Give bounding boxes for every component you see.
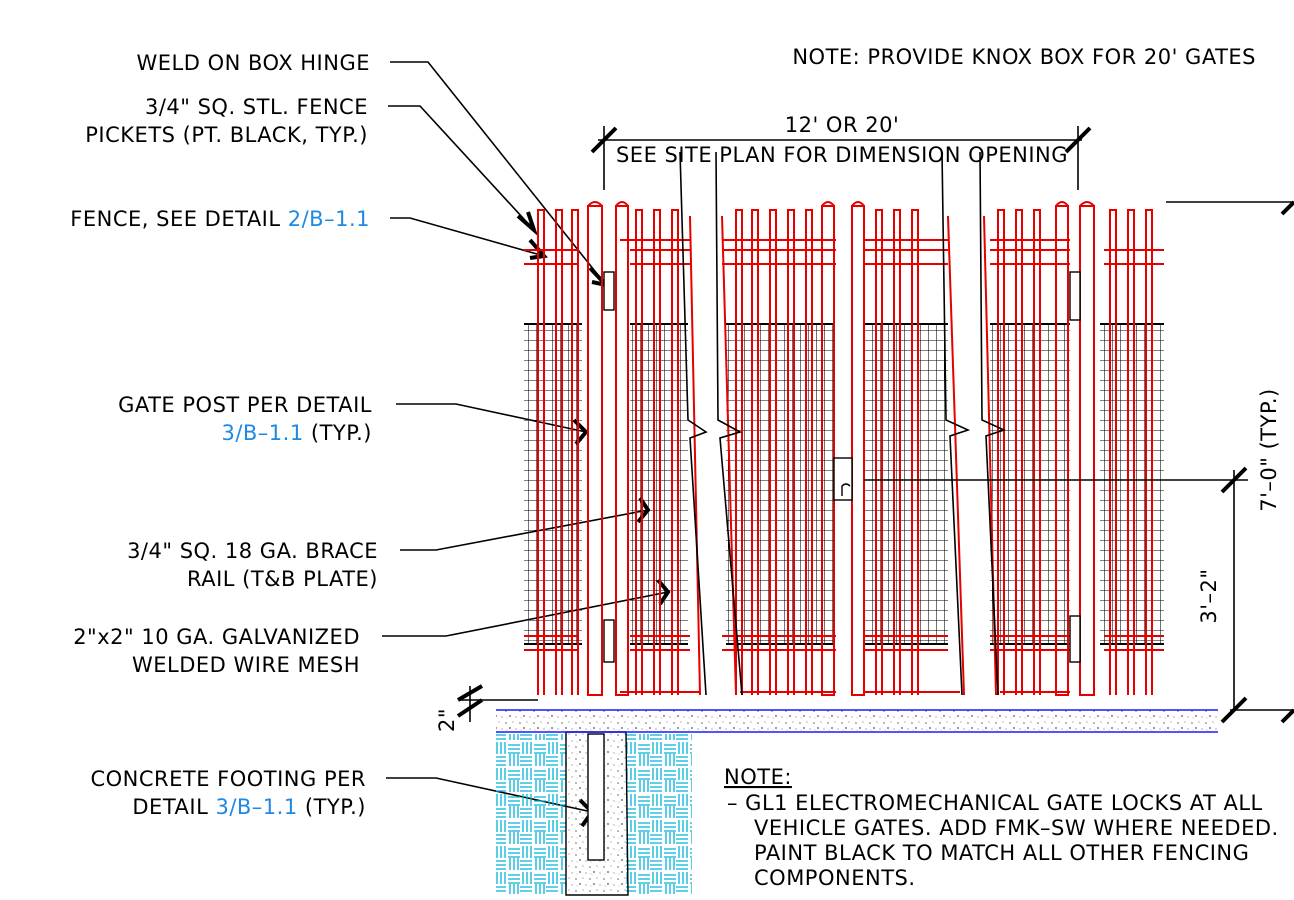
soil-hatch-right (626, 734, 692, 894)
mesh-panel-leaf-4 (990, 324, 1070, 644)
gate-lock (833, 457, 853, 501)
bottom-note-line-1: – GL1 ELECTROMECHANICAL GATE LOCKS AT AL… (727, 791, 1263, 815)
callout-footing-typ: (TYP.) (298, 795, 366, 819)
fence-gate-frame (524, 201, 1164, 696)
dimension-lines (460, 126, 1294, 722)
callout-gatepost-typ: (TYP.) (304, 421, 372, 445)
dimension-lock-height: 3'–2" (1197, 568, 1221, 623)
mesh-panel-leaf-3 (864, 324, 948, 644)
hinge-left-bottom (603, 619, 615, 663)
hinge-left-top (603, 271, 615, 311)
callout-pickets-line1: 3/4" SQ. STL. FENCE (145, 95, 368, 119)
leader-lines (382, 61, 669, 813)
hinge-right-top (1069, 271, 1081, 321)
callout-footing-line2: DETAIL 3/B–1.1 (TYP.) (132, 795, 366, 819)
dimension-ticks (456, 126, 1294, 724)
break-lines (679, 151, 1007, 696)
dimension-opening-note: SEE SITE PLAN FOR DIMENSION OPENING (616, 143, 1068, 167)
callout-pickets-line2: PICKETS (PT. BLACK, TYP.) (85, 123, 368, 147)
callout-mesh-line1: 2"x2" 10 GA. GALVANIZED (73, 625, 360, 649)
bottom-note-line-4: COMPONENTS. (754, 866, 916, 890)
callout-brace-line2: RAIL (T&B PLATE) (187, 567, 378, 591)
hinges (603, 271, 1081, 663)
bottom-note-title: NOTE: (724, 765, 792, 789)
bottom-note-line-2: VEHICLE GATES. ADD FMK–SW WHERE NEEDED. (754, 816, 1279, 840)
top-note: NOTE: PROVIDE KNOX BOX FOR 20' GATES (792, 45, 1256, 69)
callout-fence-ref: 2/B–1.1 (288, 207, 370, 231)
bottom-note-line-3: PAINT BLACK TO MATCH ALL OTHER FENCING (754, 841, 1249, 865)
dimension-total-height: 7'–0" (TYP.) (1257, 388, 1281, 511)
callout-footing-ref: 3/B–1.1 (215, 795, 297, 819)
callout-fence: FENCE, SEE DETAIL 2/B–1.1 (70, 207, 370, 231)
callout-fence-text: FENCE, SEE DETAIL (70, 207, 287, 231)
callout-gatepost-line2: 3/B–1.1 (TYP.) (221, 421, 372, 445)
callout-box-hinge: WELD ON BOX HINGE (136, 51, 370, 75)
soil-hatch-left (496, 734, 566, 894)
mesh-panel-left-fence (524, 324, 582, 644)
callout-gatepost-ref: 3/B–1.1 (221, 421, 303, 445)
dimension-opening-size: 12' OR 20' (785, 113, 899, 137)
callout-gatepost-line1: GATE POST PER DETAIL (118, 393, 372, 417)
footing-post (587, 733, 605, 861)
concrete-curb (496, 710, 1218, 732)
callout-mesh-line2: WELDED WIRE MESH (132, 653, 360, 677)
hinge-right-bottom (1069, 615, 1081, 663)
dimension-curb-height: 2" (435, 708, 459, 732)
mesh-panel-leaf-2 (726, 324, 834, 644)
callout-brace-line1: 3/4" SQ. 18 GA. BRACE (127, 539, 378, 563)
callout-footing-line1: CONCRETE FOOTING PER (90, 767, 366, 791)
callout-footing-text: DETAIL (132, 795, 215, 819)
